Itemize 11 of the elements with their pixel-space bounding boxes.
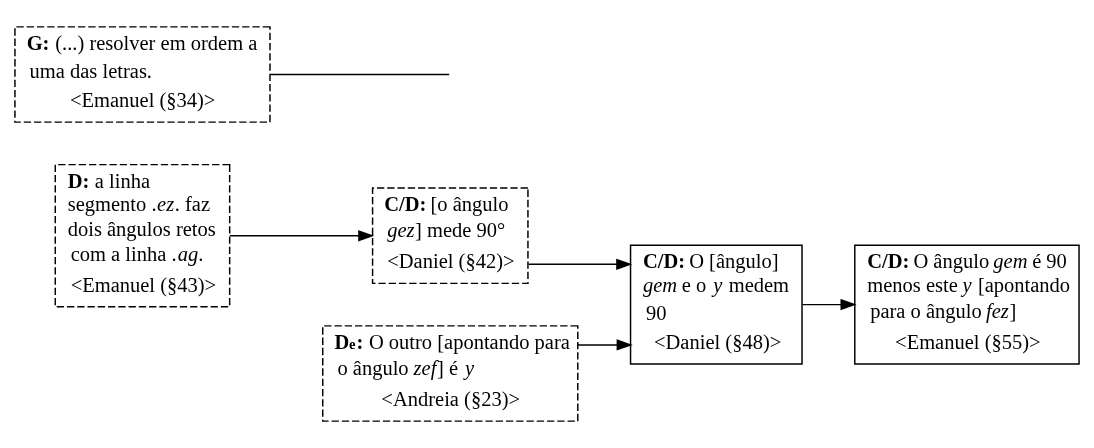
arrow xyxy=(229,230,375,242)
arrow xyxy=(801,298,857,311)
node-box: De: O outro [apontando para o ângulo zef] é y <Andreia (§23)> xyxy=(322,325,579,422)
node-box: D: a linha segmento .ez. faz dois ângulos retos com a linha .ag. <Emanuel (§43)> xyxy=(54,163,231,308)
node-box: C/D: O ângulo gem é 90 menos este y [apontando para o ângulo fez] <Emanuel (§55)> xyxy=(854,244,1080,365)
node-box: C/D: O [ângulo] gem e o y medem 90 <Daniel (§48)> xyxy=(629,244,803,365)
node-box: G: (...) resolver em ordem a uma das letras. <Emanuel (§34)> xyxy=(14,26,271,123)
node-box: C/D: [o ângulo gez] mede 90° <Daniel (§42)> xyxy=(371,187,529,285)
arrow xyxy=(527,258,633,270)
arrow xyxy=(577,339,633,351)
connector xyxy=(269,73,450,76)
